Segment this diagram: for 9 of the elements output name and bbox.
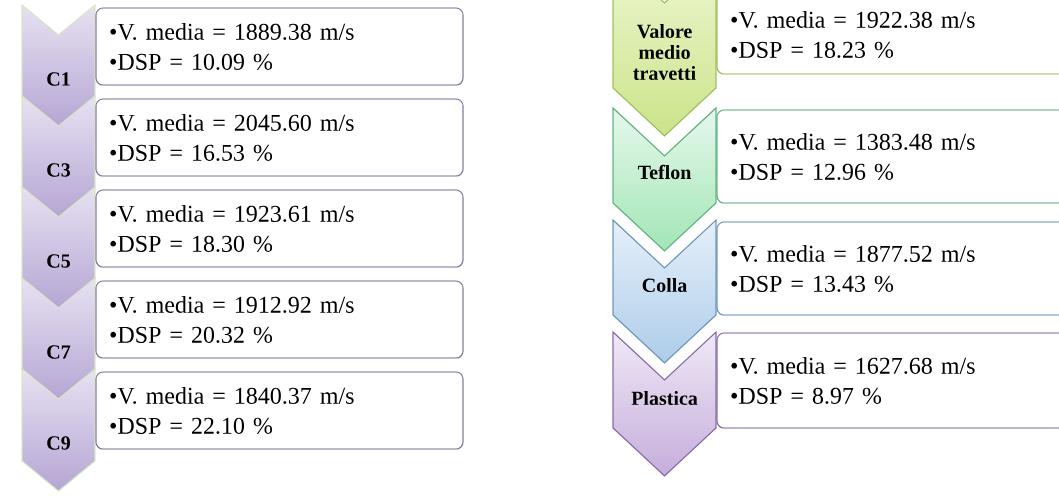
info-box: •V. media = 1889.38 m/s •DSP = 10.09 % [95, 7, 464, 86]
info-box: •V. media = 1840.37 m/s •DSP = 22.10 % [95, 371, 464, 450]
info-box: •V. media = 1627.68 m/s •DSP = 8.97 % [716, 332, 1059, 429]
info-box: •V. media = 1922.38 m/s •DSP = 18.23 % [716, 0, 1059, 75]
info-box: •V. media = 1877.52 m/s •DSP = 13.43 % [716, 221, 1059, 316]
info-box: •V. media = 2045.60 m/s •DSP = 16.53 % [95, 98, 464, 177]
info-box: •V. media = 1923.61 m/s •DSP = 18.30 % [95, 189, 464, 268]
info-box: •V. media = 1383.48 m/s •DSP = 12.96 % [716, 109, 1059, 204]
info-box: •V. media = 1912.92 m/s •DSP = 20.32 % [95, 280, 464, 359]
